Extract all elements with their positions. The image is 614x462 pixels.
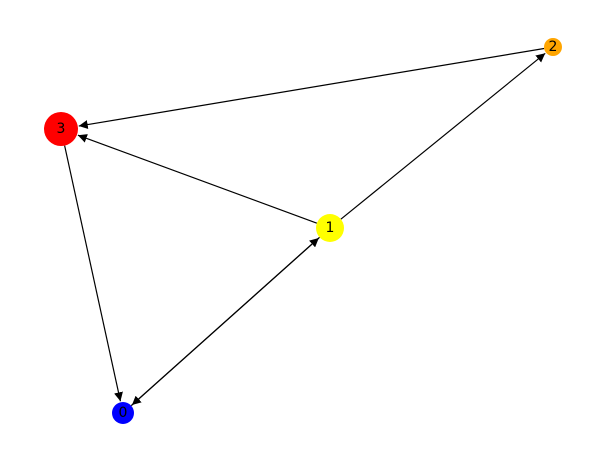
node-0-circle [112, 402, 134, 424]
node-2: 2 [544, 38, 562, 56]
node-1-label: 1 [326, 220, 335, 236]
edge-0-to-1 [130, 237, 320, 407]
node-0-label: 0 [119, 405, 128, 421]
edge-3-to-0 [64, 145, 123, 402]
node-3-label: 3 [57, 121, 66, 137]
edge-1-to-3 [77, 134, 318, 224]
node-2-label: 2 [549, 39, 558, 55]
node-3-circle [44, 112, 78, 146]
node-1-circle [316, 214, 344, 242]
nodes-layer: 0 1 2 3 [44, 38, 562, 424]
edge-2-to-3 [78, 47, 545, 129]
edges-layer [64, 47, 546, 407]
node-0: 0 [112, 402, 134, 424]
node-1: 1 [316, 214, 344, 242]
node-3: 3 [44, 112, 78, 146]
node-2-circle [544, 38, 562, 56]
edge-1-to-2 [340, 52, 546, 220]
